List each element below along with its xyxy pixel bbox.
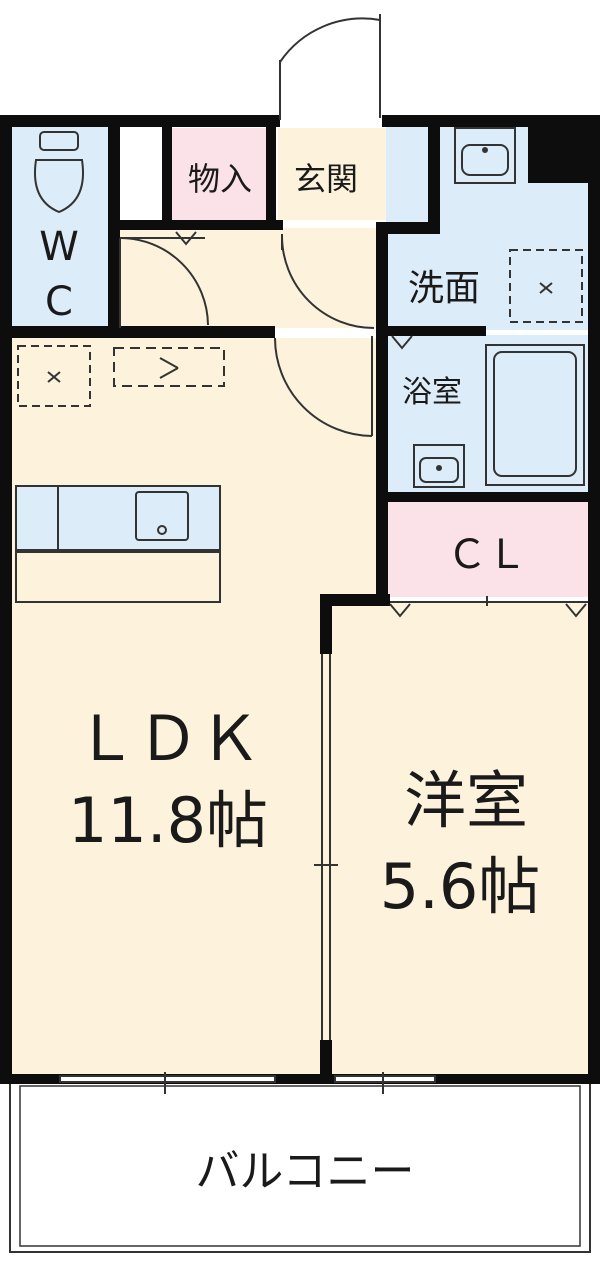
storage-floor (172, 128, 268, 220)
washing-machine-icon (509, 249, 583, 323)
kitchen-counter-icon (15, 485, 221, 603)
balcony-label: バルコニー (195, 1146, 414, 1197)
balcony-railing (19, 1085, 581, 1247)
entrance-hall-door[interactable] (281, 234, 375, 329)
western-room-name: 洋室 (404, 764, 528, 837)
western-room-size: 5.6帖 (380, 850, 541, 923)
walls (0, 115, 600, 1084)
shelf-floor (120, 128, 162, 220)
closet-label: ＣＬ (447, 532, 527, 578)
entrance-door[interactable] (279, 14, 381, 120)
upper-cabinet-icon (113, 347, 225, 387)
ldk-size: 11.8帖 (68, 784, 268, 857)
western-room-floor (330, 602, 590, 1078)
ldk-name: ＬＤＫ (75, 702, 261, 775)
hallway-floor (118, 228, 380, 328)
entrance-label: 玄関 (294, 160, 358, 198)
bathtub-icon (485, 344, 585, 486)
ldk-floor (10, 338, 380, 1078)
wc-label-c: C (45, 279, 73, 325)
toilet-icon (34, 131, 84, 214)
ldk-door[interactable] (274, 336, 373, 437)
balcony-windows[interactable] (59, 1072, 436, 1094)
fridge-space-icon (17, 345, 91, 407)
storage-label: 物入 (188, 160, 252, 198)
closet-floor (386, 502, 590, 597)
washroom-door-marks (175, 231, 413, 350)
balcony-area (9, 1081, 591, 1253)
wc-label-w: W (39, 224, 79, 270)
wash-basin-icon (454, 127, 516, 184)
closet-door-marks (389, 596, 588, 618)
bath-sink-icon (413, 444, 465, 488)
bathroom-label: 浴室 (402, 375, 462, 410)
sliding-door[interactable] (314, 654, 338, 1040)
entrance-floor (278, 128, 388, 220)
washroom-label: 洗面 (408, 268, 480, 309)
